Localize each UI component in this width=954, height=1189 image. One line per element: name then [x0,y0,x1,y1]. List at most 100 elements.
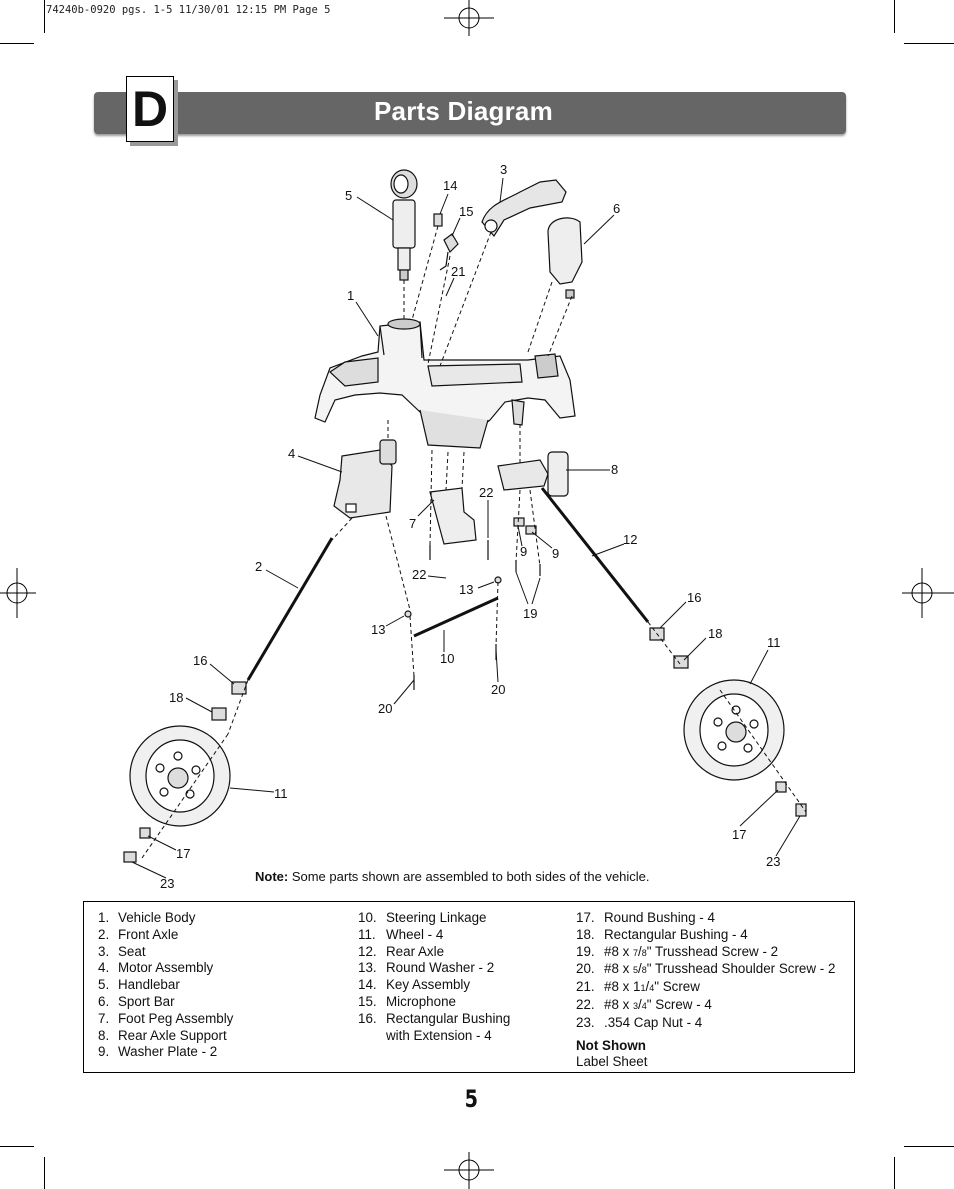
callout: 9 [552,546,560,561]
assembly-note: Note: Some parts shown are assembled to … [255,869,650,884]
parts-list-item: 13.Round Washer - 2 [358,960,510,977]
callout: 17 [176,846,191,861]
part-number: 2. [98,926,110,942]
parts-list-item: 14.Key Assembly [358,977,510,994]
parts-list-item: 20.#8 x 5/8" Trusshead Shoulder Screw - … [576,961,835,979]
callout: 10 [440,651,455,666]
vehicle-body-drawing [314,318,576,449]
exploded-parts-diagram [123,169,807,879]
callout: 21 [451,264,466,279]
not-shown-item: Label Sheet [576,1054,648,1070]
fraction-numerator: 7 [633,947,639,958]
callout: 14 [443,178,458,193]
callout: 5 [345,188,353,203]
part-number: 4. [98,960,110,976]
parts-list-item: 18.Rectangular Bushing - 4 [576,927,835,944]
callout: 19 [523,606,538,621]
callout: 13 [371,622,386,637]
part-name: Rear Axle [386,943,445,959]
callout: 2 [255,559,263,574]
part-name: Round Bushing - 4 [604,910,715,925]
fraction-slash: / [645,979,650,995]
fraction-denominator: 8 [641,965,647,976]
callout: 16 [687,590,702,605]
handlebar-drawing [390,169,418,281]
callout: 17 [732,827,747,842]
sport-bar-drawing [547,217,583,285]
fraction-slash: / [638,961,642,977]
part-number: 14. [358,977,377,993]
part-number: 11. [358,926,376,942]
fraction-denominator: 8 [641,947,647,958]
parts-list-item: 2.Front Axle [98,927,233,944]
parts-list-item: 5.Handlebar [98,977,233,994]
parts-list-item: 7.Foot Peg Assembly [98,1011,233,1028]
section-title-bar: Parts Diagram [94,92,846,134]
callout: 16 [193,653,208,668]
front-axle-drawing [246,537,334,681]
part-name: Seat [118,943,146,959]
callout: 3 [500,162,508,177]
callout: 18 [169,690,184,705]
note-text: Some parts shown are assembled to both s… [288,869,650,884]
callout: 15 [459,204,474,219]
part-name-suffix: " Screw [654,979,700,995]
callout: 18 [708,626,723,641]
part-name: Foot Peg Assembly [118,1010,234,1026]
parts-list-item: 10.Steering Linkage [358,910,510,927]
fraction-denominator: 4 [641,1000,647,1011]
parts-list-item: 16.Rectangular Bushing [358,1011,510,1028]
part-name: with Extension - 4 [386,1027,492,1043]
part-number: 18. [576,926,595,942]
part-number: 8. [98,1027,110,1043]
part-number: 22. [576,996,595,1012]
parts-list-item: with Extension - 4 [358,1028,510,1045]
parts-list-item: 3.Seat [98,944,233,961]
callout: 1 [347,288,355,303]
wheel-right-drawing [683,679,785,781]
part-name: Handlebar [118,977,180,993]
callout: 22 [412,567,427,582]
page-number: 5 [464,1085,479,1113]
note-label: Note: [255,869,289,884]
part-name: #8 x 11/4" Screw [604,979,700,994]
callout: 9 [520,544,528,559]
parts-list-item: 21.#8 x 11/4" Screw [576,979,835,997]
key-assembly-drawing [433,213,443,227]
part-number: 12. [358,943,377,959]
part-name: Steering Linkage [386,910,487,925]
parts-list-item: 1.Vehicle Body [98,910,233,927]
section-letter: D [126,76,174,142]
parts-list-item: 8.Rear Axle Support [98,1028,233,1045]
registration-mark-top [444,0,494,36]
part-name-prefix: #8 x [604,943,634,959]
registration-mark-right [902,568,954,618]
rear-axle-support-drawing [497,459,549,491]
seat-drawing [481,179,567,238]
part-name-suffix: " Trusshead Screw - 2 [646,943,779,959]
part-number: 20. [576,961,595,977]
part-number: 19. [576,943,595,959]
parts-list-item: 11.Wheel - 4 [358,927,510,944]
callout: 22 [479,485,494,500]
parts-list-item: 15.Microphone [358,994,510,1011]
part-name: Vehicle Body [118,910,196,925]
steering-linkage-drawing [413,596,499,638]
callout: 6 [613,201,621,216]
fraction-denominator: 4 [649,983,655,994]
part-name-suffix: " Trusshead Shoulder Screw - 2 [646,961,836,977]
print-slug: 74240b-0920 pgs. 1-5 11/30/01 12:15 PM P… [46,4,331,16]
washer-plate-drawing [513,517,525,527]
callout: 7 [409,516,417,531]
part-name: Motor Assembly [118,960,214,976]
part-name: #8 x 7/8" Trusshead Screw - 2 [604,944,778,959]
part-number: 6. [98,993,110,1009]
parts-list-item: 22.#8 x 3/4" Screw - 4 [576,997,835,1015]
part-name: Rectangular Bushing [386,1010,511,1026]
fraction-numerator: 5 [633,965,639,976]
parts-list-item: 19. #8 x 7/8" Trusshead Screw - 2 [576,944,835,962]
part-number: 15. [358,993,377,1009]
